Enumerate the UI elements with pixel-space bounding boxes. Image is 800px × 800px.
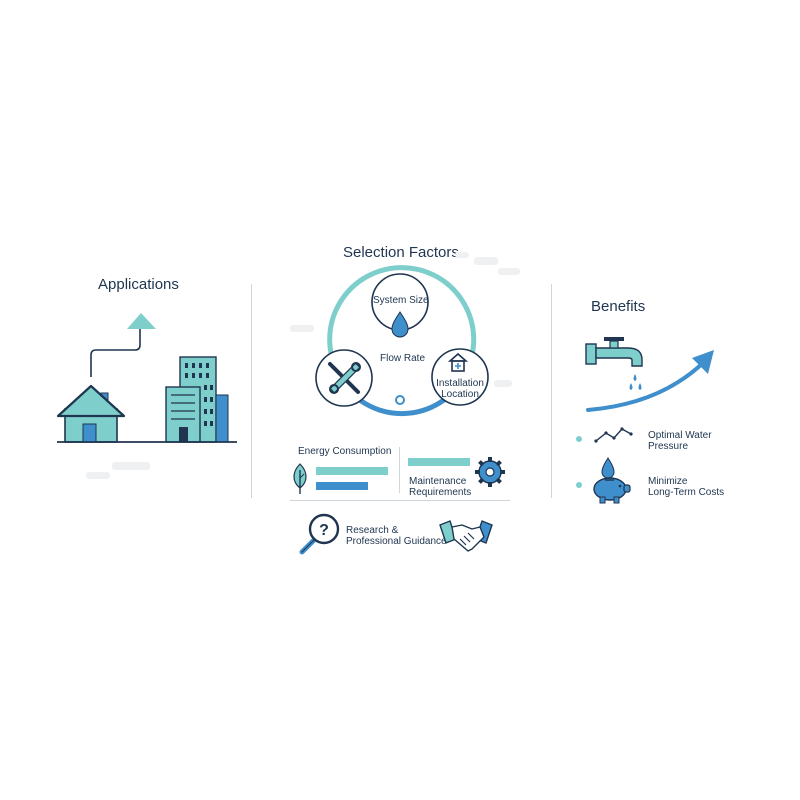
- handshake-icon: [439, 520, 493, 552]
- applications-title: Applications: [98, 276, 179, 293]
- decor-smudge: [474, 257, 498, 265]
- gear-icon: [475, 457, 505, 487]
- energy-consumption-graphic: [293, 463, 388, 494]
- divider-left: [251, 284, 252, 498]
- trend-line-icon: [594, 427, 633, 443]
- installation-location-label: Installation Location: [436, 378, 484, 400]
- divider-energy-maintenance: [399, 447, 400, 493]
- benefit-2-line2: Long-Term Costs: [648, 487, 725, 498]
- decor-smudge: [498, 268, 520, 275]
- selection-factors-title: Selection Factors: [343, 244, 459, 261]
- divider-right: [551, 284, 552, 498]
- piggy-bank-icon: [593, 457, 631, 504]
- energy-consumption-label: Energy Consumption: [298, 446, 392, 457]
- installation-label-line1: Installation: [436, 378, 484, 389]
- house-location-icon: [447, 352, 469, 372]
- tools-icon: [328, 362, 361, 394]
- benefits-title: Benefits: [591, 298, 646, 315]
- selection-cycle: [315, 265, 489, 417]
- benefit-minimize-costs: Minimize Long-Term Costs: [648, 476, 724, 498]
- benefit-1-line2: Pressure: [648, 441, 689, 452]
- maintenance-requirements-label: Maintenance Requirements: [409, 476, 471, 498]
- magnifier-question-icon: ?: [299, 513, 340, 555]
- benefit-2-line1: Minimize: [648, 476, 688, 487]
- svg-text:?: ?: [319, 522, 329, 539]
- benefit-bullet: [576, 482, 582, 488]
- benefits-illustration: [585, 337, 714, 412]
- leaf-icon: [293, 463, 307, 494]
- benefit-bullet: [576, 436, 582, 442]
- benefit-1-line1: Optimal Water: [648, 430, 712, 441]
- decor-smudge: [86, 472, 110, 479]
- maintenance-graphic: [408, 457, 505, 487]
- flow-rate-label: Flow Rate: [380, 353, 426, 364]
- water-drop-icon: [391, 311, 409, 338]
- research-label-line1: Research &: [346, 525, 399, 536]
- decor-smudge: [455, 252, 469, 258]
- research-label-line2: Professional Guidance: [346, 536, 447, 547]
- research-guidance-label: Research & Professional Guidance: [346, 525, 447, 547]
- applications-illustration: [56, 313, 237, 443]
- office-building-icon: [165, 356, 229, 443]
- installation-label-line2: Location: [441, 389, 479, 400]
- decor-smudge: [112, 462, 150, 470]
- maintenance-label-line1: Maintenance: [409, 476, 467, 487]
- rising-arrow-icon: [586, 350, 714, 412]
- decor-smudge: [290, 325, 314, 332]
- house-icon: [56, 384, 126, 443]
- benefit-optimal-pressure: Optimal Water Pressure: [648, 430, 712, 452]
- maintenance-label-line2: Requirements: [409, 487, 472, 498]
- system-size-label: System Size: [373, 295, 429, 306]
- factors-underline: [290, 500, 510, 501]
- faucet-icon: [585, 337, 643, 390]
- arrow-up-icon: [127, 313, 156, 329]
- decor-smudge: [494, 380, 512, 387]
